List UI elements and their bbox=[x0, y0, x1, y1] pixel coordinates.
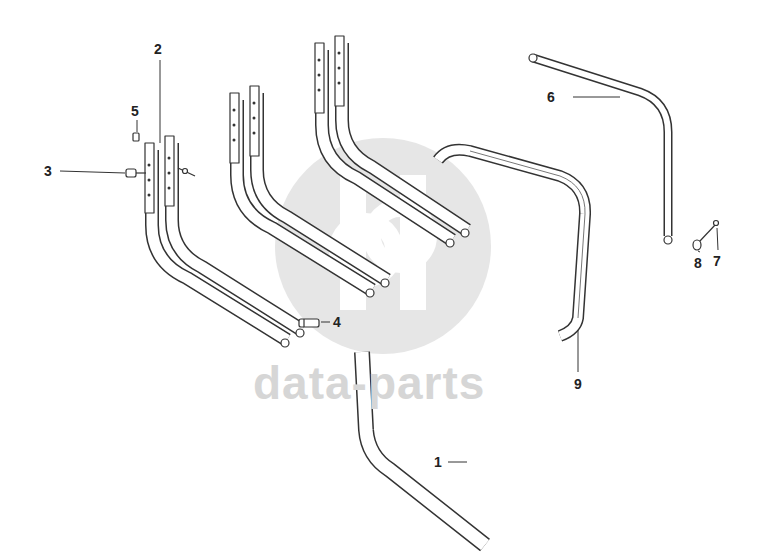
callout-number: 2 bbox=[154, 42, 162, 56]
fork-frame bbox=[315, 36, 469, 247]
callout-number: 7 bbox=[713, 254, 721, 268]
curved-strap bbox=[438, 150, 585, 336]
callout-number: 1 bbox=[434, 455, 442, 469]
callout-number: 8 bbox=[694, 256, 702, 270]
fork-frame bbox=[145, 136, 304, 347]
hardware bbox=[126, 133, 719, 327]
callout-number: 3 bbox=[44, 164, 52, 178]
leader-line bbox=[60, 60, 718, 462]
callout-number: 6 bbox=[547, 90, 555, 104]
curved-strap bbox=[529, 54, 672, 244]
callout-number: 5 bbox=[131, 104, 139, 118]
watermark-text: data-parts bbox=[253, 360, 485, 406]
callout-number: 4 bbox=[333, 315, 341, 329]
callout-number: 9 bbox=[574, 377, 582, 391]
